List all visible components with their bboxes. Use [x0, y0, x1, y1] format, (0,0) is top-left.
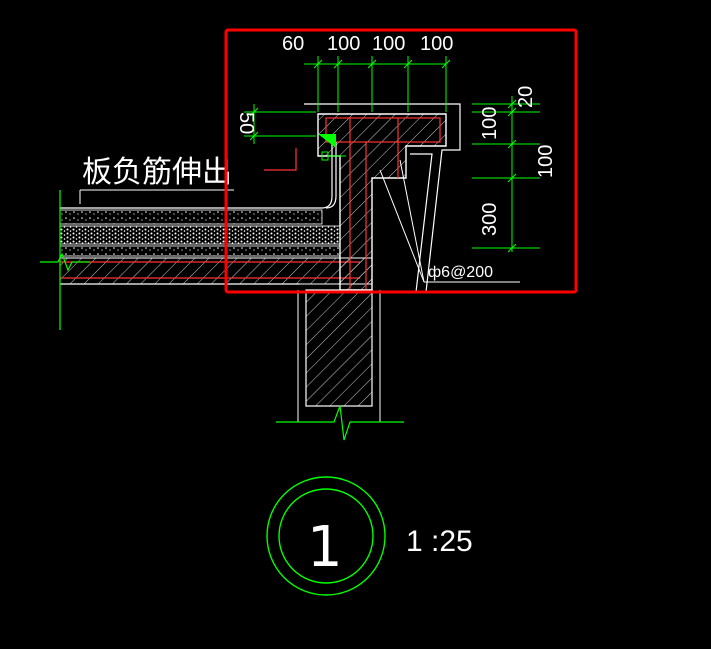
scale-label: 1 :25: [406, 525, 473, 558]
detail-number: 1: [307, 515, 343, 580]
parapet-rebar: [264, 117, 441, 290]
left-dimension: [244, 104, 316, 144]
right-dim-20: 20: [515, 86, 537, 108]
left-dim: 50: [235, 112, 257, 134]
break-line-left: [40, 190, 90, 330]
top-dim-2: 100: [327, 33, 360, 55]
rebar-note: ф6@200: [428, 264, 493, 281]
slab-rebar-extension-note: 板负筋伸出: [82, 155, 232, 190]
right-dim-100-outer: 100: [535, 145, 557, 178]
waterproof-flashing: [321, 142, 337, 209]
right-dimension-chains: [472, 96, 540, 253]
right-dim-100-inner: 100: [479, 107, 501, 140]
right-dim-300: 300: [479, 203, 501, 236]
rebar-leader-lines: [379, 159, 520, 283]
roof-layers: [59, 207, 373, 285]
top-dim-4: 100: [420, 33, 453, 55]
detail-callout: [266, 476, 386, 596]
top-dimension-chain: [304, 56, 451, 112]
drip-marker-icon: [318, 134, 336, 148]
wall-below: [276, 289, 404, 441]
slab-rebar: [60, 261, 360, 279]
top-dim-3: 100: [372, 33, 405, 55]
top-dim-1: 60: [282, 33, 304, 55]
highlight-box[interactable]: [224, 28, 578, 294]
note-leader: [79, 189, 234, 204]
